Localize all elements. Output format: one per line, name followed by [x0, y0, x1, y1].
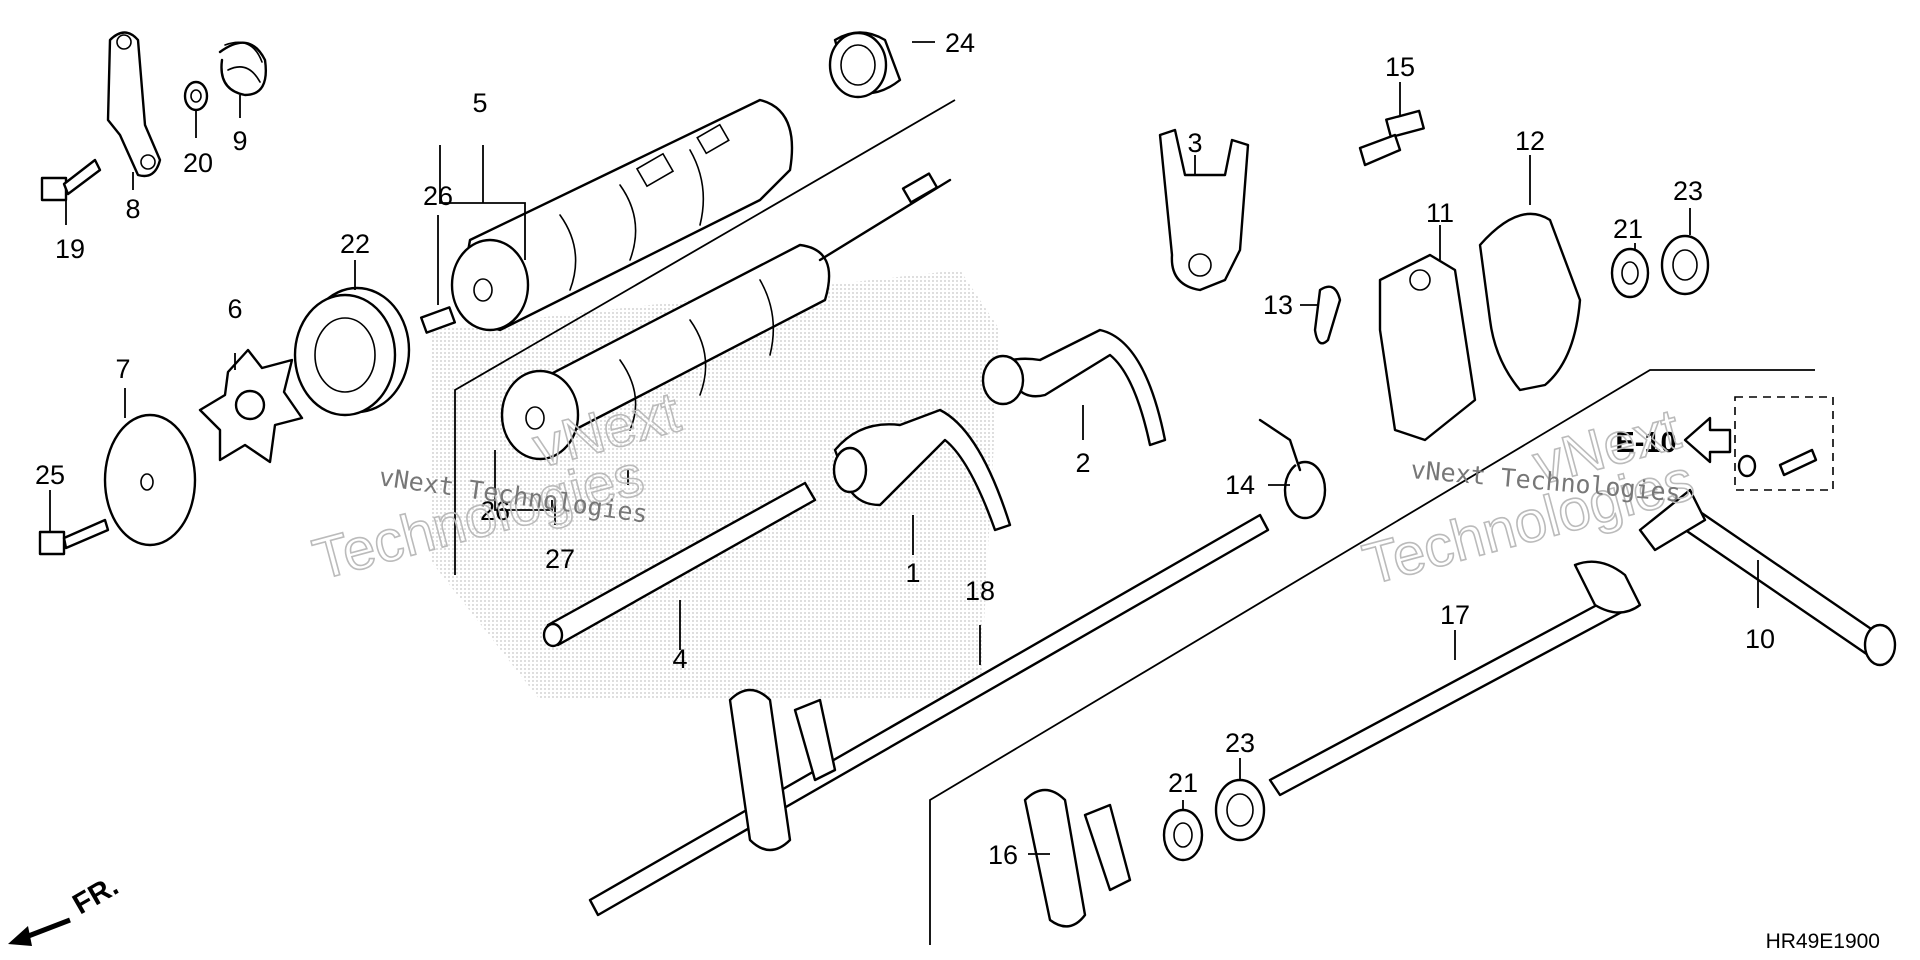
callout-27: 27	[545, 544, 575, 574]
shift-fork-1	[832, 408, 1012, 532]
callout-11: 11	[1426, 198, 1454, 228]
fork-shaft-4	[542, 481, 817, 648]
callout-13: 13	[1263, 290, 1293, 320]
callout-12: 12	[1515, 126, 1545, 156]
pin-bolt-15	[1358, 109, 1425, 167]
callout-21-lower: 21	[1168, 768, 1198, 798]
washer-21-upper	[1610, 247, 1650, 299]
shift-fork-3	[1158, 128, 1250, 292]
diagram-code: HR49E1900	[1766, 930, 1880, 953]
callout-4: 4	[672, 644, 687, 674]
shaft-17	[1268, 560, 1642, 797]
callout-1: 1	[905, 558, 920, 588]
plate-12	[1478, 212, 1582, 392]
callout-25: 25	[35, 460, 65, 490]
spring-9	[218, 41, 267, 97]
front-direction-label: FR.	[68, 870, 124, 921]
reference-box	[1734, 396, 1834, 491]
callout-3: 3	[1187, 128, 1202, 158]
callout-20: 20	[183, 148, 213, 178]
callout-8: 8	[125, 194, 140, 224]
oil-seal-22	[293, 286, 411, 417]
plate-7	[103, 413, 197, 547]
callout-14: 14	[1225, 470, 1255, 500]
stopper-arm-8	[106, 31, 162, 178]
front-direction-arrow	[8, 917, 71, 946]
section-lines	[454, 99, 1815, 945]
pin-26	[419, 306, 457, 334]
callout-22: 22	[340, 229, 370, 259]
callout-24: 24	[945, 28, 975, 58]
callout-26-lower: 26	[480, 496, 510, 526]
bearing-23-upper	[1660, 234, 1710, 296]
callout-15: 15	[1385, 52, 1415, 82]
callout-26: 26	[423, 181, 453, 211]
reference-arrow	[1683, 416, 1732, 464]
callout-2: 2	[1075, 448, 1090, 478]
leader-lines	[49, 41, 1759, 855]
callout-21: 21	[1613, 214, 1643, 244]
washer-20	[183, 80, 209, 112]
reference-tag: E-10	[1615, 427, 1676, 459]
shift-drum-assembly	[500, 172, 952, 461]
callout-19: 19	[55, 234, 85, 264]
stopper-plate-11	[1378, 253, 1477, 442]
bearing-24	[828, 31, 902, 99]
drum-center-6	[198, 348, 304, 464]
callout-18: 18	[965, 576, 995, 606]
lever-16	[1023, 788, 1132, 928]
bearing-23-lower	[1214, 778, 1266, 842]
callout-10: 10	[1745, 624, 1775, 654]
callout-labels: 1 2 3 4 5 6 7 8 9 10 11 12 13 14 15 16 1…	[35, 28, 1775, 870]
gearshift-spindle-10	[1638, 488, 1897, 667]
spring-13	[1313, 285, 1342, 345]
callout-9: 9	[232, 126, 247, 156]
shift-drum-5	[450, 98, 794, 332]
callout-17: 17	[1440, 600, 1470, 630]
bolt-25	[38, 518, 110, 556]
callout-23-lower: 23	[1225, 728, 1255, 758]
shift-shaft-18	[588, 513, 1270, 917]
callout-6: 6	[227, 294, 242, 324]
callout-7: 7	[115, 354, 130, 384]
shift-fork-2	[981, 328, 1167, 447]
bolt-19	[40, 158, 102, 202]
spring-14	[1258, 418, 1327, 520]
callout-16: 16	[988, 840, 1018, 870]
callout-5: 5	[472, 88, 487, 118]
washer-21-lower	[1162, 808, 1204, 862]
callout-23: 23	[1673, 176, 1703, 206]
